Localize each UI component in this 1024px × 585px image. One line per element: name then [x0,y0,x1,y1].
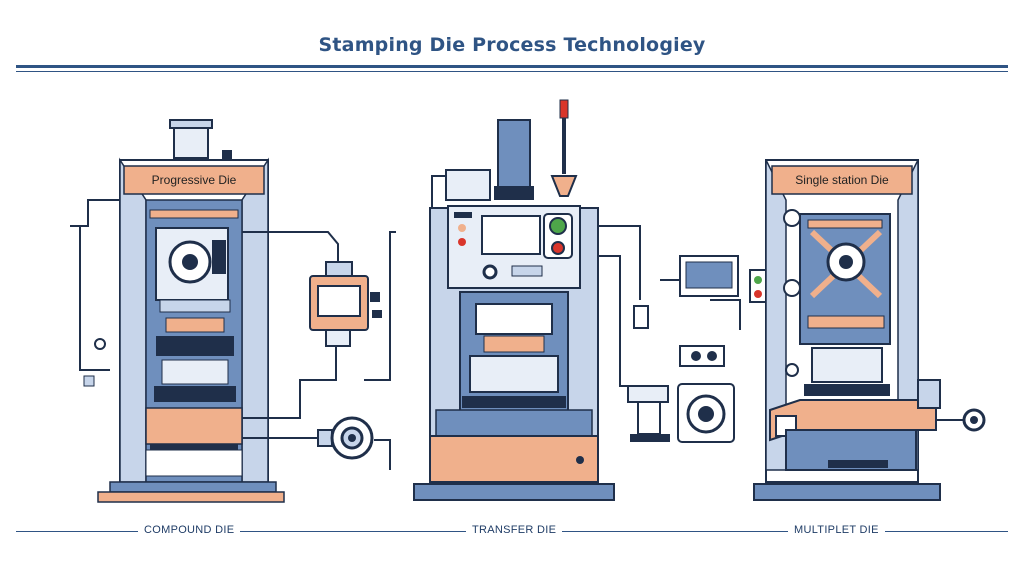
page-title: Stamping Die Process Technologiey [318,34,706,56]
progressive-die-machine [70,119,285,503]
pipe-connectors [242,225,741,470]
footer-label-transfer-die: TRANSFER DIE [466,524,563,536]
single-station-die-plate: Single station Die [795,173,889,187]
control-module [309,261,382,347]
title-divider-thin [16,71,1008,72]
transfer-die-press [413,99,615,501]
single-station-die-machine [753,159,986,501]
instrument-cluster [627,255,767,443]
footer-label-multiplet-die: MULTIPLET DIE [788,524,885,536]
title-divider-thick [16,65,1008,68]
footer-label-compound-die: COMPOUND DIE [138,524,241,536]
motor-unit-left [317,416,374,460]
progressive-die-plate: Progressive Die [151,173,237,187]
